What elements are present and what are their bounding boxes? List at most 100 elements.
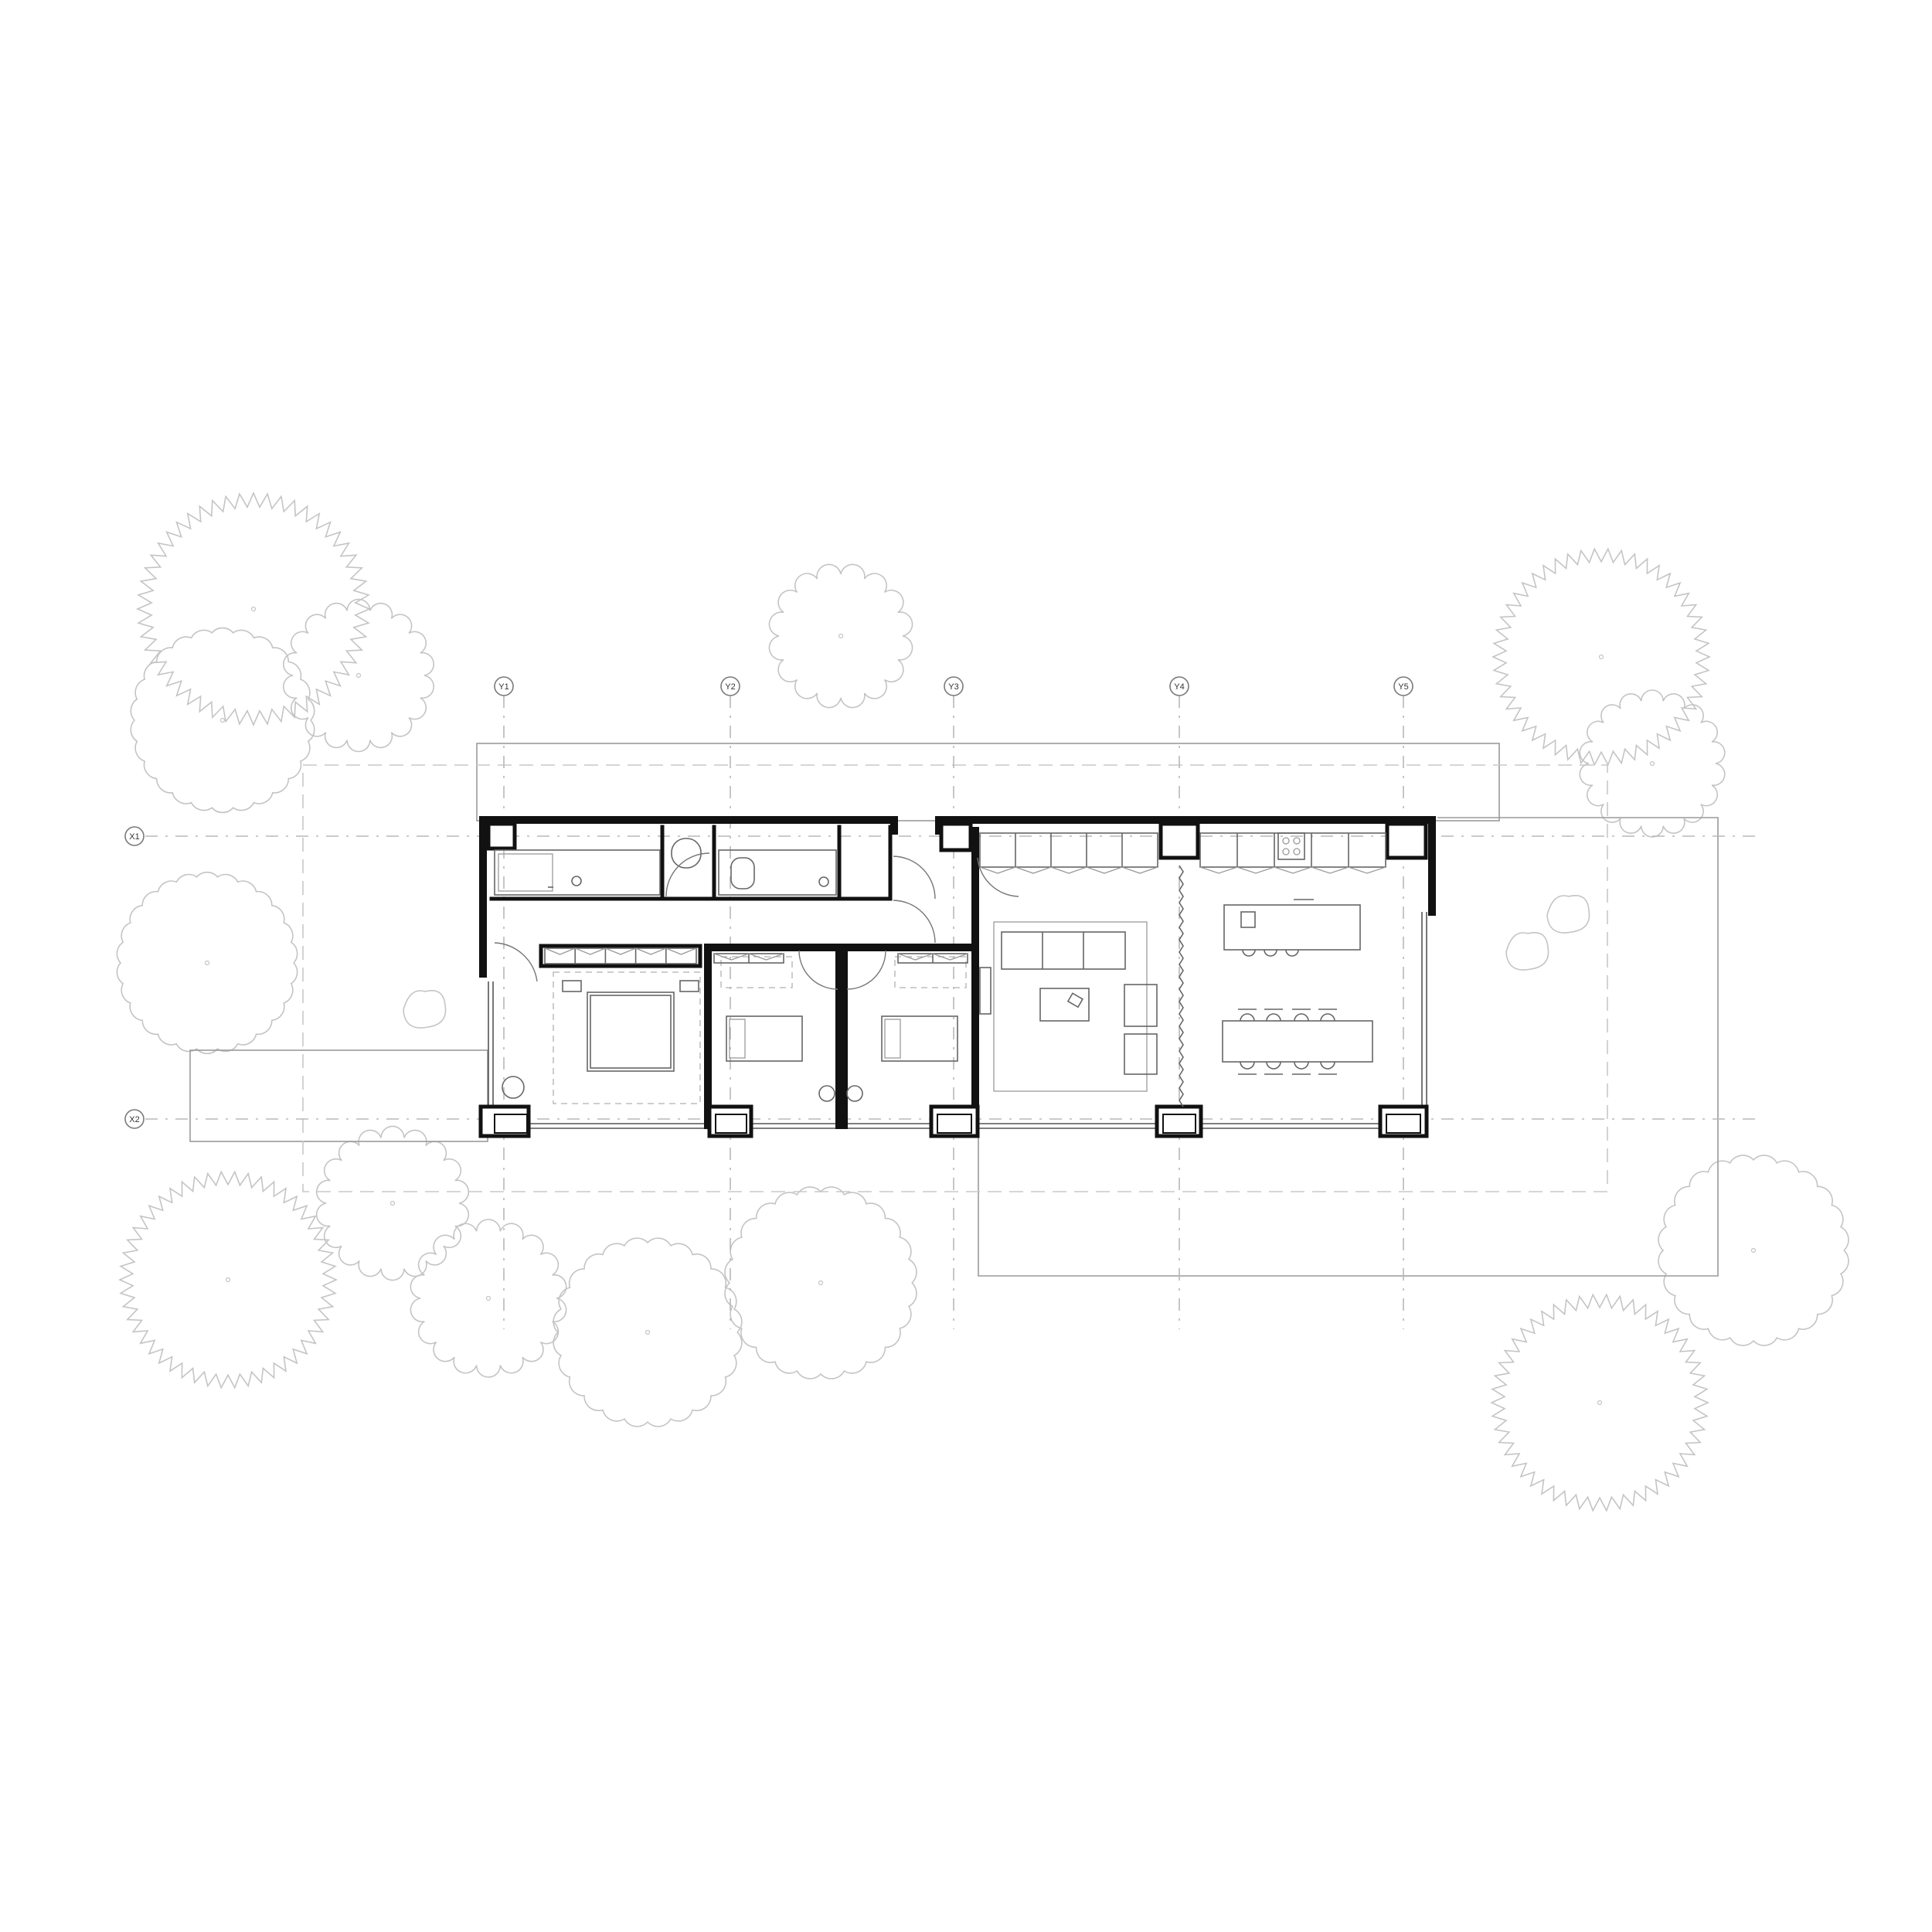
grid-bubble-y2: Y2: [720, 676, 740, 696]
sofa-side: [1124, 984, 1158, 1027]
north-wall-east: [935, 816, 1436, 916]
tree-trunk-4: [204, 960, 210, 966]
chair-south-1: [1266, 1061, 1281, 1070]
kitchen-cabinet-run: [1199, 832, 1386, 868]
stool-0: [1242, 949, 1256, 957]
chair-south-3: [1320, 1061, 1335, 1070]
chair-north-1: [1266, 1013, 1281, 1022]
columns: [478, 821, 1429, 1138]
bedroom2-door-swing: [798, 950, 838, 990]
chair-north-2: [1294, 1013, 1309, 1022]
column-y1-x2: [478, 1104, 531, 1138]
single-bed-3: [881, 1015, 958, 1062]
tree-trunk-7: [485, 1295, 492, 1301]
shrub-0: [403, 990, 447, 1029]
wardrobes: [544, 947, 968, 964]
column-y3-x2: [929, 1104, 980, 1138]
grid-bubble-x1: X1: [124, 826, 145, 846]
deciduous-tree-11: [1579, 689, 1726, 838]
dining-chairs: [1238, 1009, 1337, 1075]
east-terrace-outline: [978, 817, 1719, 1277]
grid-label-x1: X1: [129, 832, 139, 842]
bedroom2-walls: [704, 944, 843, 1129]
grid-bubble-y5: Y5: [1393, 676, 1413, 696]
corridor-door-swing: [893, 900, 936, 944]
shower-tray: [718, 849, 837, 896]
armchair-right: [1124, 1033, 1158, 1075]
landscape-trees: [116, 492, 1849, 1512]
chair-south-0: [1240, 1061, 1255, 1070]
walls: [479, 816, 1436, 1129]
washbasin-2-icon: [818, 876, 829, 887]
island-stools: [1242, 899, 1314, 957]
kitchen-cabinets: [979, 832, 1386, 874]
living-door-swing: [977, 857, 1019, 897]
bedroom-2-furniture: [720, 950, 838, 1102]
deciduous-tree-9: [724, 1186, 917, 1379]
tree-trunk-0: [250, 606, 257, 612]
grid-label-y2: Y2: [725, 682, 735, 692]
hall-wardrobe: [544, 947, 697, 964]
bedroom3-east-wall: [840, 944, 979, 1129]
hall-door-swing: [893, 855, 936, 900]
bathtub: [494, 849, 661, 896]
cooktop-icon: [1277, 832, 1305, 860]
sofa-back: [1001, 931, 1126, 970]
wardrobe-wall: [539, 944, 702, 968]
tree-trunk-11: [1649, 760, 1655, 767]
grid-label-y5: Y5: [1398, 682, 1408, 692]
dining-table: [1222, 1020, 1373, 1063]
column-y4-x1: [1158, 821, 1200, 860]
tree-trunk-8: [645, 1329, 651, 1335]
conifer-tree-0: [136, 492, 371, 726]
grid-label-y3: Y3: [948, 682, 958, 692]
grid-label-x2: X2: [129, 1115, 139, 1124]
deciduous-tree-8: [553, 1237, 743, 1427]
kitchen-island: [1223, 904, 1361, 951]
deciduous-tree-1: [130, 627, 315, 814]
grid-bubble-y1: Y1: [494, 676, 514, 696]
tree-trunk-2: [355, 672, 362, 679]
fireplace: [979, 967, 992, 1015]
living-furniture: [979, 921, 1158, 1092]
deciduous-tree-4: [116, 871, 298, 1055]
west-terrace-outline: [189, 1049, 488, 1142]
structural-grid: Y1 Y2 Y3 Y4 Y5 X1 X2: [124, 676, 1758, 1329]
bedroom-door-swing: [494, 942, 538, 982]
wc-door-swing: [665, 852, 710, 897]
grid-bubble-y3: Y3: [944, 676, 964, 696]
coffee-table: [1039, 988, 1090, 1022]
single-bed-2: [726, 1015, 803, 1062]
tree-trunk-6: [225, 1277, 231, 1283]
shrub-2: [1546, 895, 1590, 934]
chair-north-0: [1240, 1013, 1255, 1022]
bathroom-fixtures: [494, 838, 1019, 944]
stool-2: [1285, 949, 1299, 957]
column-y3-x1: [939, 821, 973, 852]
tree-trunk-13: [1597, 1400, 1603, 1406]
deciduous-tree-2: [283, 598, 434, 753]
conifer-tree-10: [1492, 547, 1711, 767]
conifer-tree-6: [118, 1170, 338, 1389]
chair-south-2: [1294, 1061, 1309, 1070]
grid-label-y1: Y1: [498, 682, 509, 692]
deciduous-tree-5: [315, 1125, 470, 1281]
column-y1-x1: [486, 821, 517, 851]
grid-bubble-x2: X2: [124, 1109, 145, 1129]
living-cabinet-run: [979, 832, 1158, 868]
armchair-icon: [502, 1076, 525, 1099]
curtain-divider: [1179, 865, 1184, 1107]
deciduous-tree-12: [1658, 1155, 1849, 1346]
tree-trunk-5: [389, 1200, 396, 1206]
kitchen-sink-icon: [1240, 911, 1256, 928]
tree-trunk-1: [219, 717, 226, 723]
column-y5-x2: [1378, 1104, 1429, 1138]
nightstand-right: [679, 980, 699, 992]
tree-trunk-10: [1598, 654, 1604, 660]
toilet-2-icon: [730, 857, 755, 889]
grid-label-y4: Y4: [1174, 682, 1184, 692]
nightstand-left: [562, 980, 582, 992]
chair-north-3: [1320, 1013, 1335, 1022]
tree-trunk-12: [1750, 1247, 1757, 1253]
